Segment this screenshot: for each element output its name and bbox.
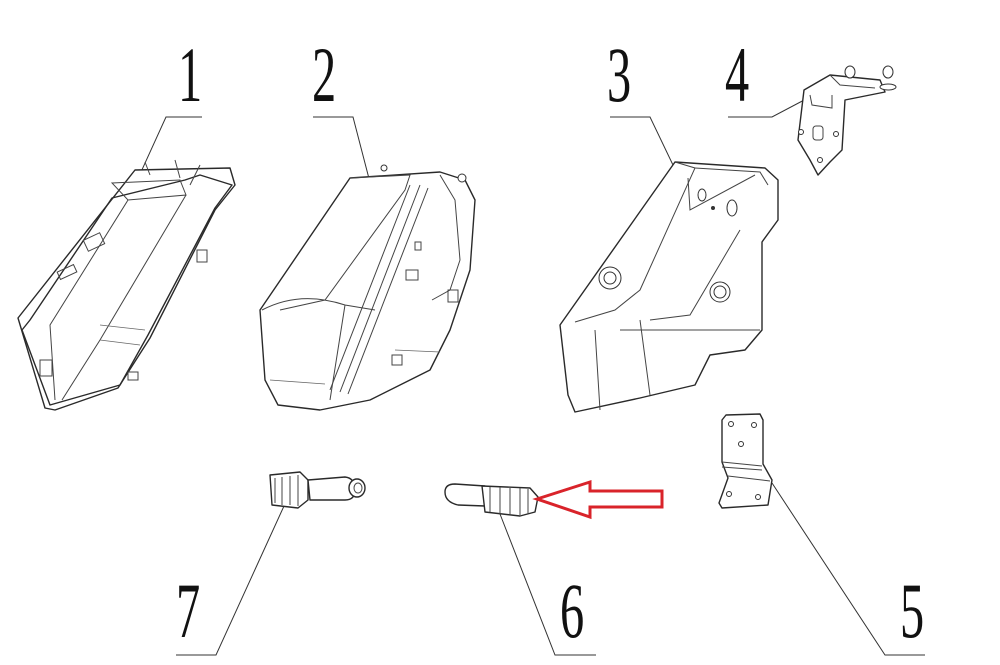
highlight-arrow: [532, 479, 664, 520]
part-5-lower-bracket: [718, 413, 773, 509]
callout-5: 5: [900, 567, 925, 654]
callout-6: 6: [560, 567, 585, 654]
callout-3: 3: [607, 31, 632, 118]
part-4-upper-bracket: [797, 65, 897, 176]
leader-line-6: [499, 513, 596, 656]
part-7-bulb: [269, 471, 366, 509]
leader-line-2: [313, 116, 374, 195]
part-6-bulb: [444, 483, 539, 517]
leader-line-5: [771, 482, 925, 656]
callout-2: 2: [312, 31, 337, 118]
part-1-bezel: [17, 159, 236, 411]
leader-line-7: [176, 505, 285, 656]
part-3-rear-housing: [559, 161, 779, 413]
callout-1: 1: [178, 31, 203, 118]
callout-4: 4: [725, 31, 750, 118]
callout-7: 7: [176, 567, 201, 654]
part-2-headlamp-unit: [259, 164, 476, 411]
leader-line-4: [728, 97, 809, 118]
red-arrow-icon: [532, 479, 664, 520]
